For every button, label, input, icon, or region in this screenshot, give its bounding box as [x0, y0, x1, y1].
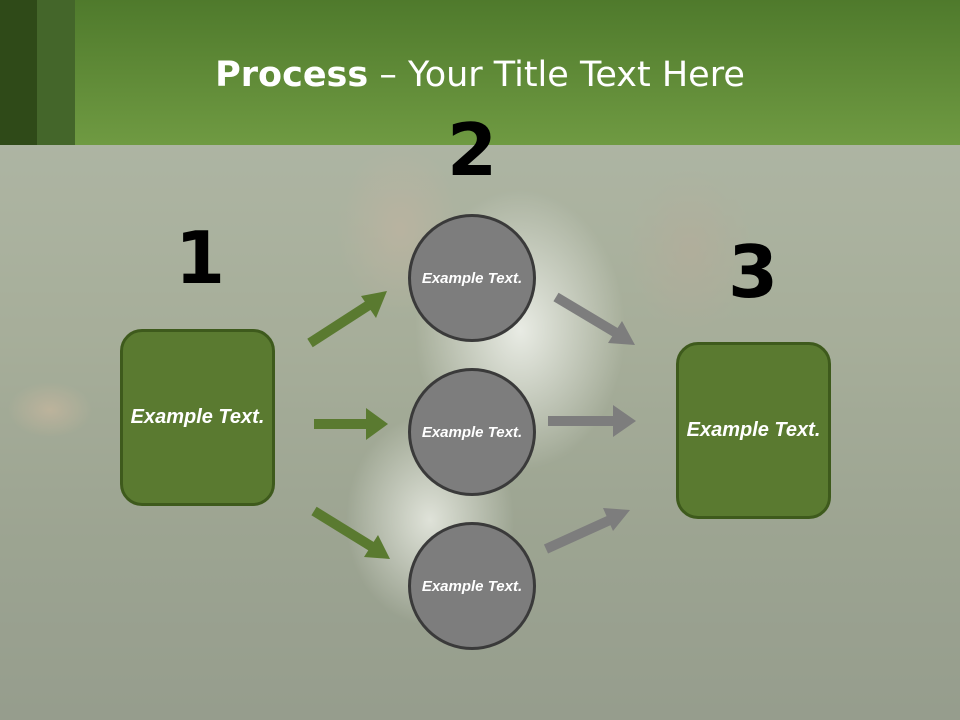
- arrow-head-bottom: [364, 535, 390, 559]
- arrow-from-bottom-circle: [543, 515, 613, 554]
- circle-top-label: Example Text.: [421, 269, 523, 287]
- right-arrows: [543, 292, 636, 554]
- step-3-box: Example Text.: [676, 342, 831, 519]
- step-2-circle-top: Example Text.: [408, 214, 536, 342]
- step-number-3: 3: [727, 230, 779, 314]
- step-number-1: 1: [174, 216, 226, 300]
- page-title: Process – Your Title Text Here: [0, 52, 960, 98]
- left-arrows: [307, 291, 390, 559]
- step-2-circle-bottom: Example Text.: [408, 522, 536, 650]
- title-bold: Process: [215, 55, 369, 95]
- arrow-head-middle: [366, 408, 388, 440]
- arrow-head-from-bottom: [603, 508, 630, 531]
- arrow-to-top-circle: [307, 298, 375, 348]
- circle-bottom-label: Example Text.: [421, 577, 523, 595]
- arrow-head-from-top: [608, 321, 635, 345]
- title-banner: [0, 0, 960, 145]
- arrow-head-top: [361, 291, 387, 318]
- step-1-box-label: Example Text.: [130, 406, 265, 428]
- step-number-2: 2: [446, 108, 498, 192]
- banner-stripe-dark: [0, 0, 37, 145]
- step-3-box-label: Example Text.: [686, 419, 821, 441]
- step-1-box: Example Text.: [120, 329, 275, 506]
- arrow-from-top-circle: [553, 292, 621, 339]
- title-rest: – Your Title Text Here: [368, 55, 745, 95]
- arrow-head-from-middle: [613, 405, 636, 437]
- step-2-circle-middle: Example Text.: [408, 368, 536, 496]
- circle-middle-label: Example Text.: [421, 423, 523, 441]
- banner-stripe-medium: [37, 0, 75, 145]
- arrow-to-bottom-circle: [311, 506, 377, 553]
